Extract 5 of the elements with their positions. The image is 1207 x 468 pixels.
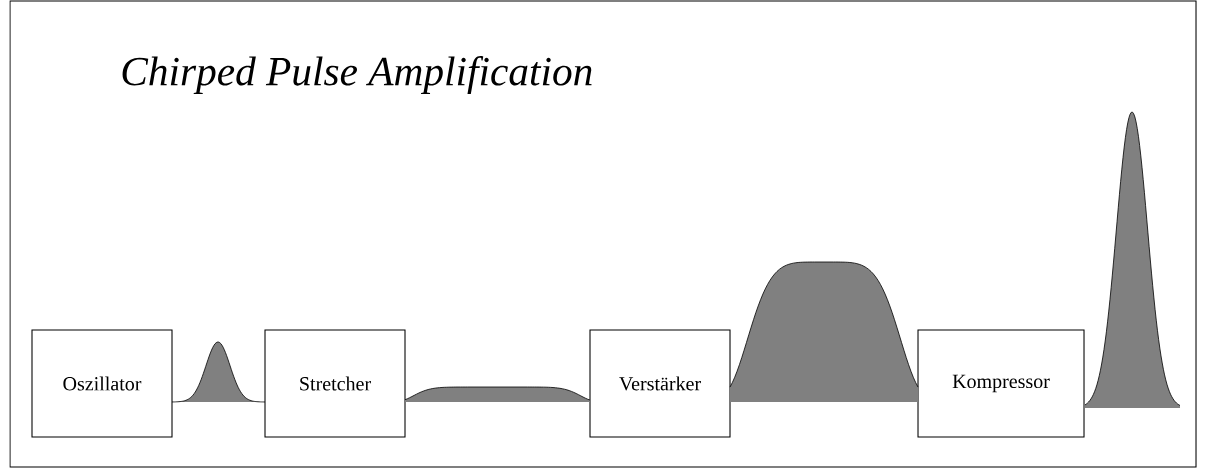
process-box: Stretcher (264, 329, 406, 438)
process-box: Oszillator (31, 329, 173, 438)
process-box: Kompressor (917, 329, 1085, 438)
process-box: Verstärker (589, 329, 731, 438)
title: Chirped Pulse Amplification (122, 56, 592, 94)
